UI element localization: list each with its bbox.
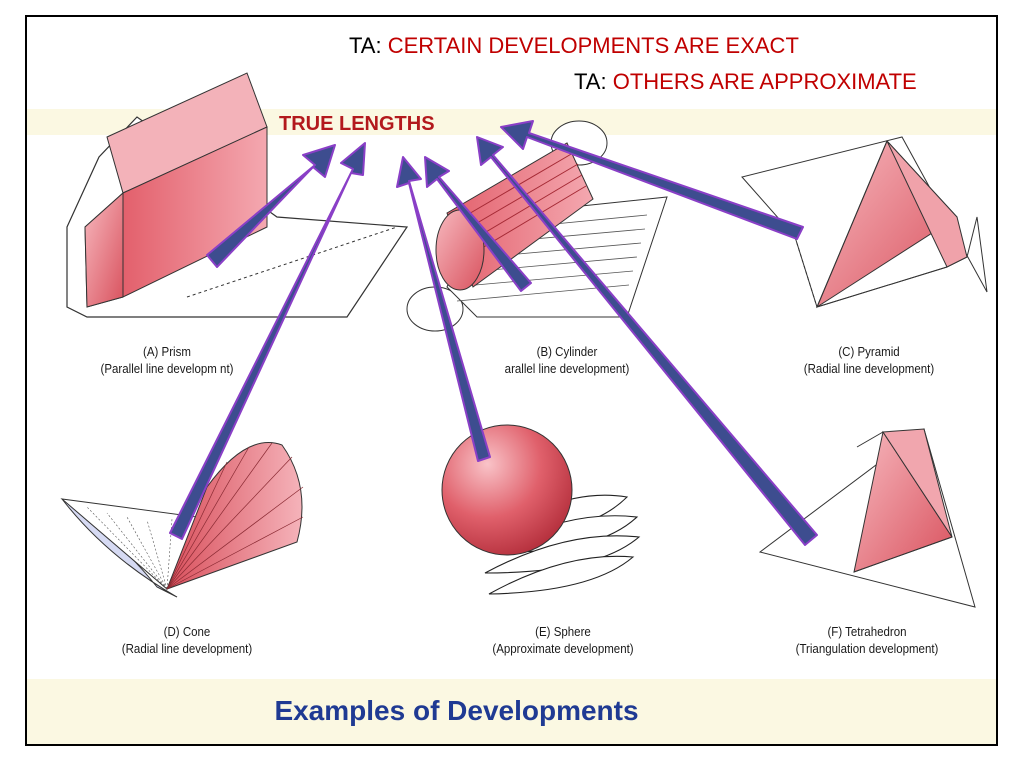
figure-description: (Parallel line developm nt)	[100, 362, 234, 376]
figure-name: (C) Pyramid	[838, 345, 900, 359]
caption-cylinder: (B) Cylinder arallel line development)	[447, 344, 686, 378]
slide-title: Examples of Developments	[274, 695, 639, 726]
ta-text: OTHERS ARE APPROXIMATE	[612, 69, 917, 94]
bottom-band	[27, 679, 996, 744]
ta-prefix: TA:	[574, 69, 607, 94]
caption-cone: (D) Cone (Radial line development)	[67, 624, 306, 658]
arrow-from-prism	[206, 144, 336, 268]
figure-description: (Triangulation development)	[795, 642, 939, 656]
figure-name: (A) Prism	[143, 345, 191, 359]
figure-name: (E) Sphere	[535, 625, 591, 639]
cylinder-figure	[406, 120, 668, 332]
arrow-from-cone	[169, 142, 366, 540]
ta-prefix: TA:	[349, 33, 382, 58]
cone-figure	[60, 442, 304, 598]
pyramid-figure	[741, 136, 988, 309]
arrow-from-sphere	[396, 156, 491, 462]
arrow-from-tetrahedron	[476, 136, 818, 546]
caption-tetrahedron: (F) Tetrahedron (Triangulation developme…	[747, 624, 986, 658]
figure-name: (F) Tetrahedron	[827, 625, 907, 639]
ta-note-exact: TA: CERTAIN DEVELOPMENTS ARE EXACT	[349, 33, 799, 59]
figure-name: (B) Cylinder	[536, 345, 598, 359]
caption-prism: (A) Prism (Parallel line developm nt)	[47, 344, 286, 378]
figure-name: (D) Cone	[163, 625, 211, 639]
caption-sphere: (E) Sphere (Approximate development)	[443, 624, 682, 658]
figure-description: (Approximate development)	[492, 642, 634, 656]
tetrahedron-figure	[758, 428, 976, 608]
ta-text: CERTAIN DEVELOPMENTS ARE EXACT	[387, 33, 799, 58]
arrow-from-cylinder	[424, 156, 532, 292]
caption-pyramid: (C) Pyramid (Radial line development)	[749, 344, 988, 378]
sphere-figure	[441, 424, 641, 595]
true-lengths-label: TRUE LENGTHS	[279, 113, 435, 135]
developments-illustration	[60, 72, 988, 608]
figure-description: (Radial line development)	[803, 362, 935, 376]
prism-figure	[66, 72, 409, 318]
figure-description: (Radial line development)	[121, 642, 253, 656]
slide-frame: TA: CERTAIN DEVELOPMENTS ARE EXACT TA: O…	[25, 15, 998, 746]
figure-description: arallel line development)	[504, 362, 630, 376]
true-length-arrows	[169, 120, 818, 546]
ta-note-approximate: TA: OTHERS ARE APPROXIMATE	[574, 69, 917, 95]
arrow-from-pyramid	[500, 120, 804, 240]
